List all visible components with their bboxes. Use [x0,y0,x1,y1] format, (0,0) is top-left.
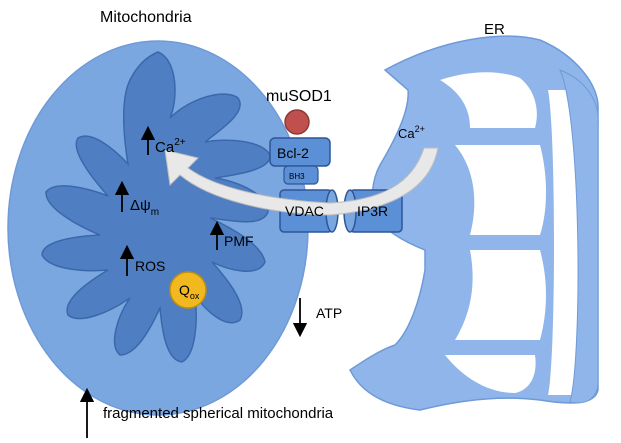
fragmented-label: fragmented spherical mitochondria [103,405,334,422]
qox-label: Qox [179,282,200,301]
vdac-label: VDAC [285,203,324,219]
bcl2-label: Bcl-2 [277,145,309,161]
musod1-circle [284,109,310,135]
er-label: ER [484,21,505,38]
ros-label: ROS [135,258,165,274]
psi-label: Δψm [130,197,159,218]
mitochondria-label: Mitochondria [100,9,192,26]
atp-label: ATP [316,305,342,321]
ca-mito-label: Ca2+ [155,137,186,156]
musod1-label: muSOD1 [266,88,332,105]
pmf-label: PMF [224,233,254,249]
ip3r-label: IP3R [357,203,388,219]
er-shape [349,35,599,411]
ca-flux-arrow [164,147,439,216]
ca-er-label: Ca2+ [398,124,425,141]
mitochondrion [7,40,309,416]
qox-circle [169,271,207,309]
bh3-box [283,165,319,185]
bh3-label: BH3 [289,172,305,181]
